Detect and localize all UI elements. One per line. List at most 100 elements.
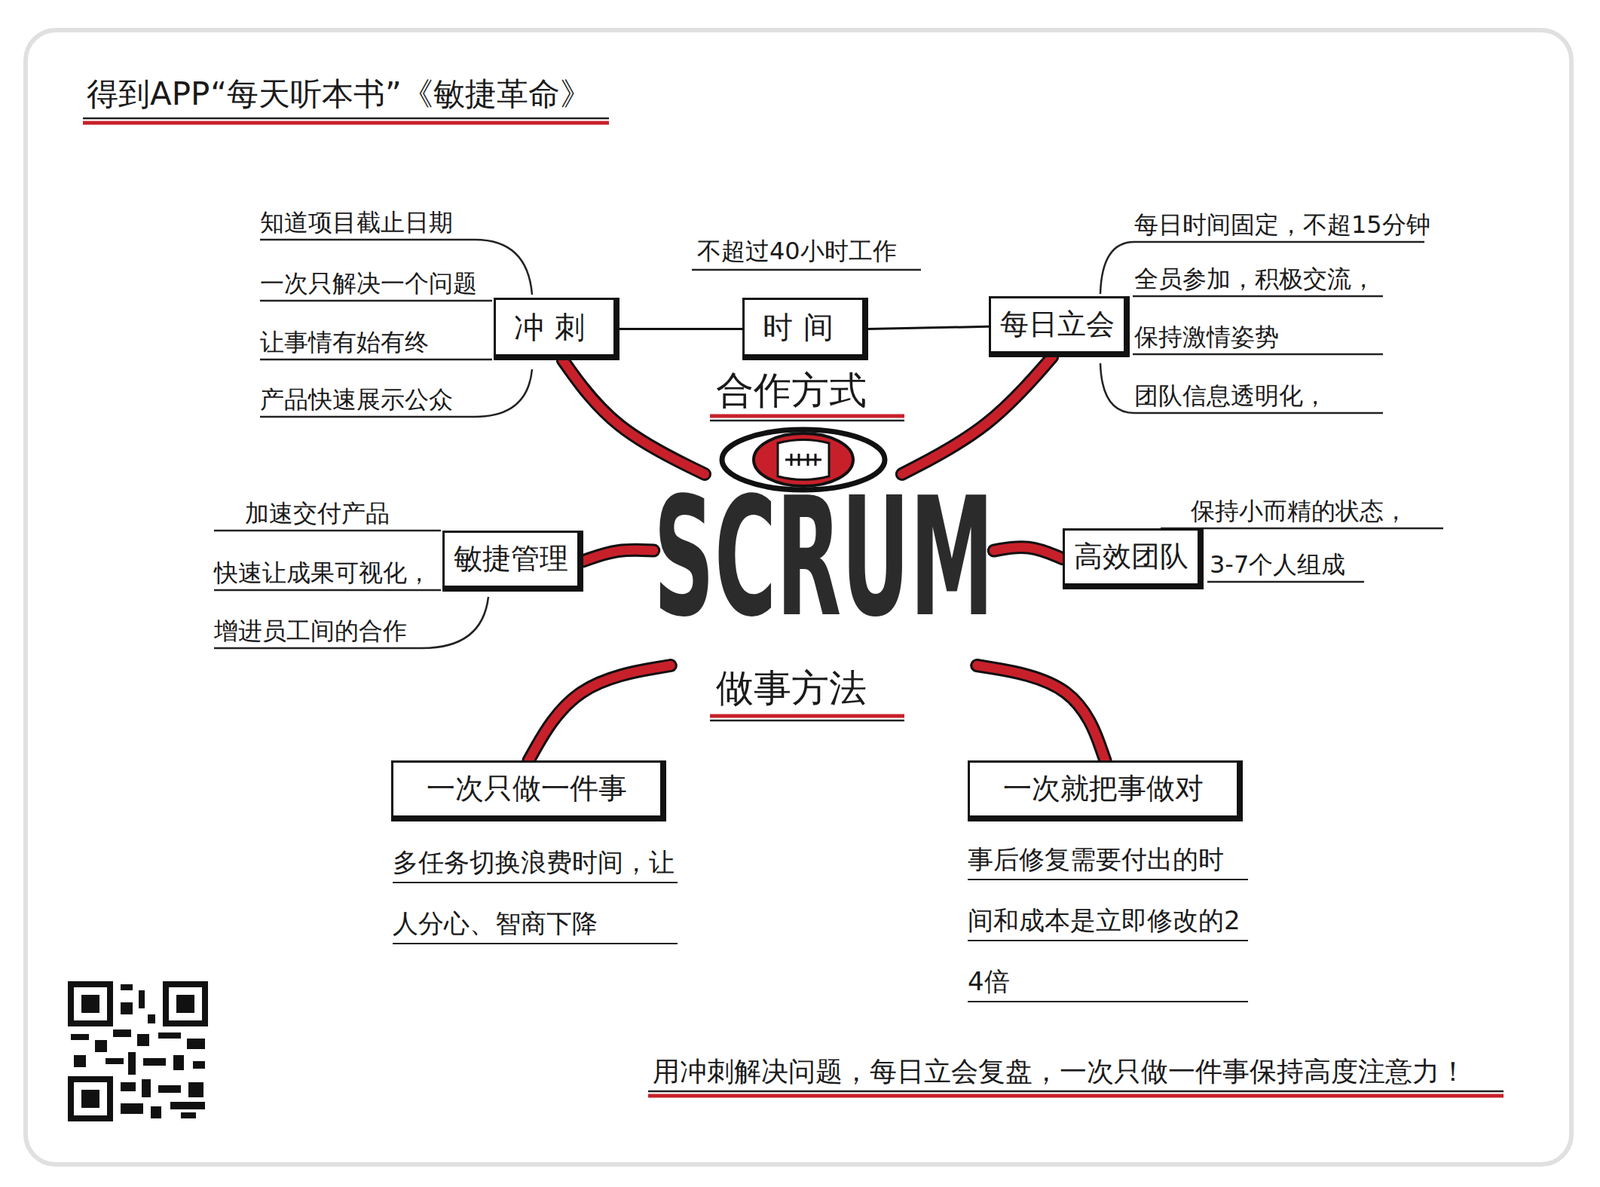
art-part: [260, 369, 533, 417]
art-part: [186, 1038, 205, 1050]
topic-box: 时间: [742, 297, 869, 361]
link-line: [619, 328, 743, 330]
art-part: [141, 1079, 151, 1098]
connector-outline: [529, 665, 671, 761]
branch-note: 产品快速展示公众: [260, 385, 453, 414]
art-part: [192, 1061, 205, 1069]
branch-note: 不超过40小时工作: [697, 236, 897, 266]
underlines: [82, 118, 1504, 1096]
branch-note: 多任务切换浪费时间，让人分心、智商下降: [392, 832, 678, 955]
connector-outline: [583, 550, 654, 562]
branch-connector: [583, 550, 654, 562]
art-part: [173, 1055, 184, 1071]
branch-note: 让事情有始有终: [260, 327, 429, 357]
branch-connector: [976, 665, 1105, 761]
branch-connector: [562, 360, 705, 475]
art-part: [214, 589, 441, 592]
art-part: [70, 984, 111, 1024]
art-part: [260, 299, 493, 303]
connector-outline: [902, 357, 1053, 475]
art-part: [165, 984, 205, 1024]
art-part: [113, 1029, 132, 1038]
central-logo: SCRUM: [653, 474, 995, 666]
topic-box: 敏捷管理: [442, 530, 584, 592]
art-part: [188, 1082, 204, 1098]
art-part: [1100, 363, 1383, 414]
art-part: [709, 414, 905, 419]
art-part: [648, 1090, 1504, 1093]
link-line: [868, 326, 989, 329]
branch-note: 知道项目截止日期: [260, 208, 453, 237]
art-part: [82, 117, 609, 120]
art-part: [790, 453, 793, 466]
caption: 用冲刺解决问题，每日立会复盘，一次只做一件事保持高度注意力！: [652, 1055, 1467, 1088]
section-heading: 做事方法: [715, 665, 867, 711]
branch-note: 保持激情姿势: [1134, 322, 1279, 352]
branch-note: 团队信息透明化，: [1134, 381, 1328, 410]
art-part: [143, 1058, 166, 1066]
connector-fill: [976, 665, 1105, 761]
topic-label: 每日立会: [1000, 307, 1115, 343]
art-part: [70, 1079, 111, 1119]
branch-note: 保持小而精的状态，: [1190, 496, 1408, 526]
connector-outline: [976, 665, 1105, 761]
art-part: [120, 1082, 136, 1092]
art-part: [128, 1052, 136, 1075]
branch-note: 全员参加，积极交流，: [1134, 264, 1376, 294]
art-part: [150, 1106, 162, 1119]
art-part: [120, 984, 133, 991]
branch-note: 每日时间固定，不超15分钟: [1134, 210, 1431, 239]
logo-text: SCRUM: [653, 474, 995, 640]
art-part: [66, 979, 210, 1123]
branch-note: 快速让成果可视化，: [214, 558, 432, 588]
branch-note: 一次只解决一个问题: [260, 269, 478, 298]
art-part: [137, 1034, 150, 1047]
art-part: [260, 358, 493, 361]
art-part: [158, 1085, 181, 1093]
topic-label: 敏捷管理: [453, 541, 569, 577]
art-part: [1100, 241, 1425, 294]
topic-box: 每日立会: [988, 296, 1130, 358]
art-part: [814, 453, 817, 466]
art-part: [1132, 353, 1383, 356]
branch-note: 事后修复需要付出的时间和成本是立即修改的24倍: [967, 829, 1249, 1013]
art-part: [81, 1089, 100, 1108]
art-part: [691, 269, 921, 272]
art-part: [170, 1101, 205, 1110]
art-part: [176, 994, 195, 1013]
art-part: [214, 596, 489, 649]
art-part: [147, 1014, 156, 1024]
topic-label: 一次只做一件事: [426, 771, 628, 807]
art-part: [158, 1032, 181, 1039]
art-part: [73, 1055, 86, 1068]
connector-fill: [562, 360, 705, 475]
art-part: [709, 719, 905, 722]
topic-box: 高效团队: [1062, 528, 1204, 590]
art-part: [81, 994, 100, 1013]
title: 得到APP“每天听本书”《敏捷革命》: [86, 75, 592, 114]
connector-fill: [902, 357, 1053, 475]
art-part: [94, 1040, 108, 1053]
branch-note: 3-7个人组成: [1209, 550, 1346, 579]
art-part: [777, 440, 830, 481]
method-box: 一次就把事做对: [967, 760, 1243, 822]
art-part: [120, 1103, 144, 1114]
section-heading: 合作方式: [715, 367, 867, 414]
art-part: [120, 1002, 133, 1015]
branch-connector: [994, 547, 1063, 559]
connector-fill: [583, 550, 654, 562]
branch-connector: [902, 357, 1053, 475]
branch-note: 增进员工间的合作: [214, 616, 407, 646]
art-part: [709, 419, 905, 423]
art-part: [70, 1034, 89, 1041]
art-part: [1132, 295, 1383, 298]
branch-note: 加速交付产品: [244, 498, 390, 528]
qr-code: [66, 979, 210, 1123]
connector-fill: [994, 547, 1063, 559]
connector-line: [619, 327, 743, 331]
art-part: [648, 1094, 1504, 1099]
connector-outline: [562, 360, 705, 475]
art-part: [82, 121, 609, 126]
topic-label: 高效团队: [1073, 539, 1189, 575]
